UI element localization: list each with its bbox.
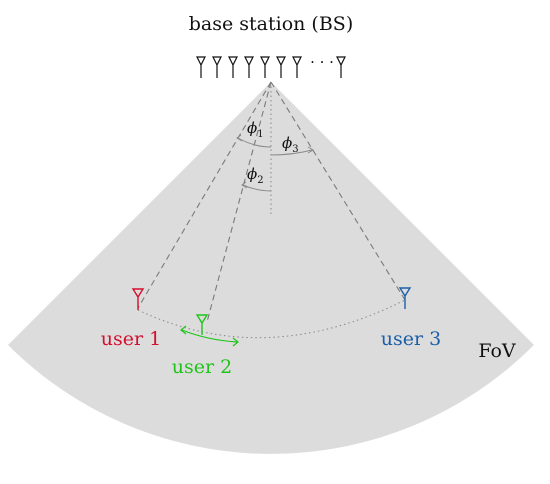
fov-label: FoV bbox=[478, 340, 516, 362]
ray-user-3 bbox=[270, 81, 406, 301]
user-3-label: user 3 bbox=[381, 328, 441, 350]
antenna-icon bbox=[196, 56, 206, 78]
antenna-array bbox=[196, 56, 346, 78]
user-2-movement-arrow bbox=[180, 325, 239, 347]
antenna-icon bbox=[292, 56, 302, 78]
angle-arc-phi2 bbox=[242, 184, 272, 192]
phi2-label: ϕ2 bbox=[247, 165, 264, 186]
antenna-icon bbox=[212, 56, 222, 78]
antenna-icon bbox=[260, 56, 270, 78]
user-1-label: user 1 bbox=[101, 328, 161, 350]
user-3-antenna-icon bbox=[398, 287, 412, 309]
ray-user-2 bbox=[206, 81, 272, 323]
antenna-icon bbox=[336, 56, 346, 78]
antenna-icon bbox=[228, 56, 238, 78]
antenna-icon bbox=[276, 56, 286, 78]
antenna-icon bbox=[244, 56, 254, 78]
ray-user-1 bbox=[137, 81, 272, 309]
phi1-label: ϕ1 bbox=[247, 119, 264, 140]
fov-region bbox=[8, 82, 534, 454]
phi3-label: ϕ3 bbox=[282, 134, 299, 155]
user-2-label: user 2 bbox=[172, 356, 232, 378]
angle-arc-phi1 bbox=[237, 137, 272, 148]
base-station-title: base station (BS) bbox=[189, 13, 353, 35]
angle-arc-phi3 bbox=[270, 149, 313, 156]
user-2-antenna-icon bbox=[195, 314, 209, 335]
user-1-antenna-icon bbox=[131, 288, 145, 310]
antenna-ellipsis: · · · bbox=[310, 53, 334, 71]
